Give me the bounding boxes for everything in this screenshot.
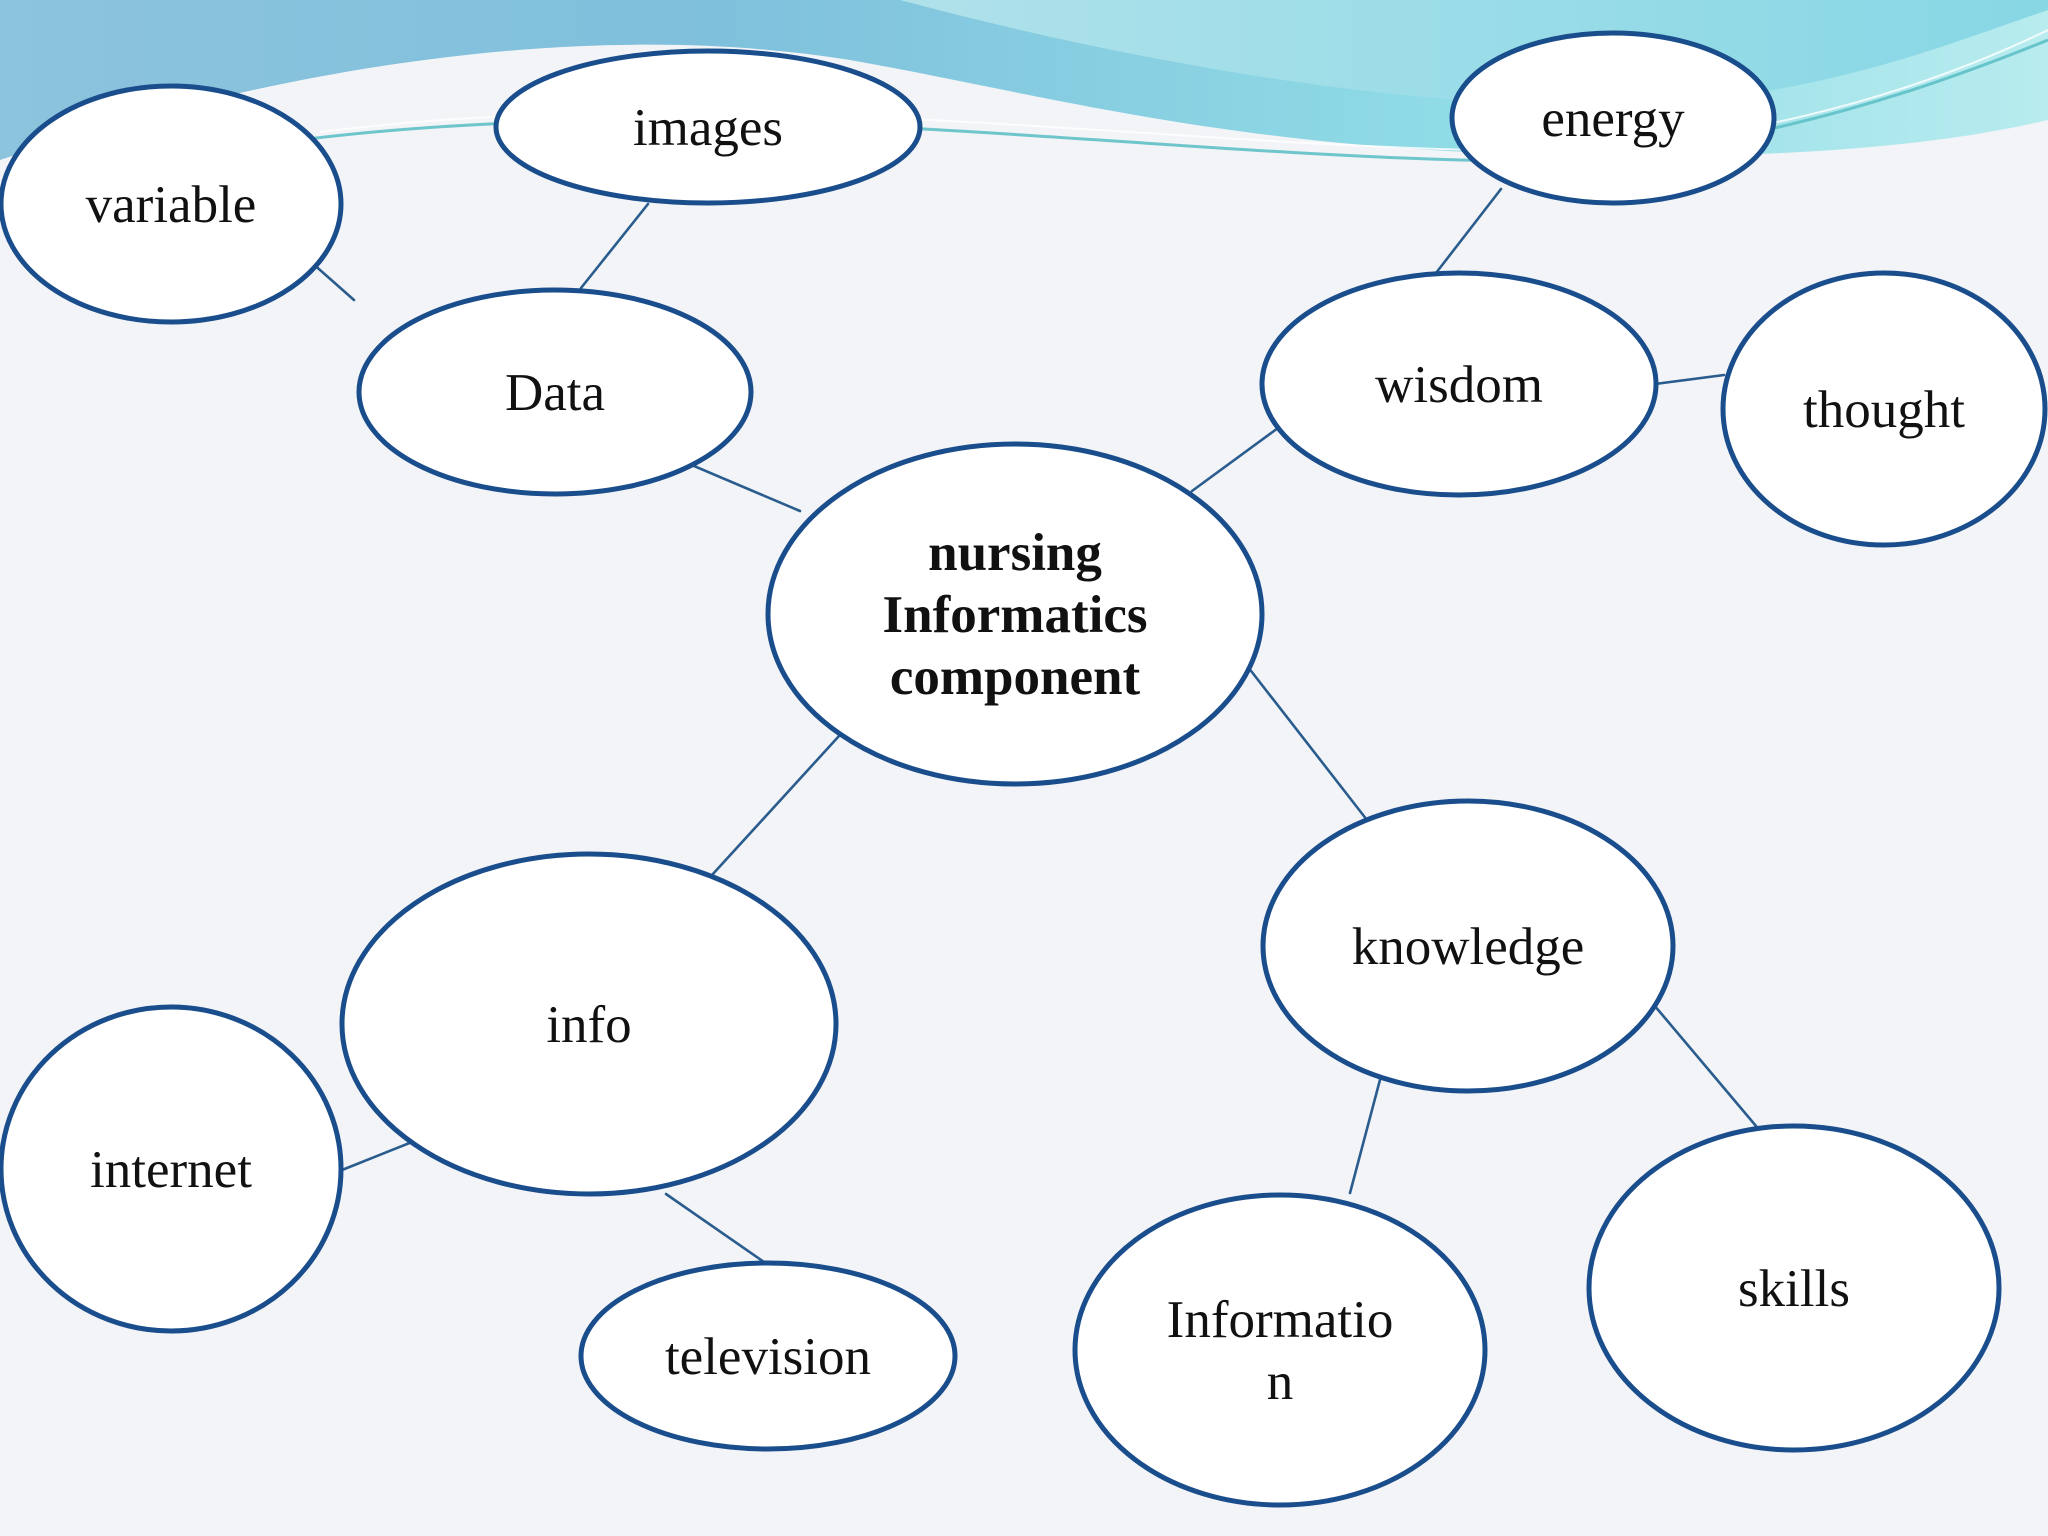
node-internet: internet <box>0 1004 344 1334</box>
node-information-label: n <box>1267 1353 1294 1411</box>
connector-line <box>1246 665 1369 822</box>
node-info-ellipse <box>339 851 839 1197</box>
connector-line <box>1190 426 1280 493</box>
node-energy-ellipse <box>1449 30 1777 206</box>
node-wisdom-label: wisdom <box>1375 356 1543 414</box>
connector-line <box>340 1140 414 1172</box>
node-center-ellipse <box>765 441 1265 787</box>
node-television-ellipse <box>578 1260 958 1452</box>
node-data-label: Data <box>505 364 605 422</box>
node-variable: variable <box>0 83 344 325</box>
connector-line <box>1348 1074 1383 1195</box>
connector-line <box>1652 1003 1758 1128</box>
node-data-ellipse <box>356 287 754 497</box>
node-thought-label: thought <box>1803 381 1965 439</box>
connector-line <box>1434 187 1503 275</box>
node-center-label: nursing <box>928 524 1102 582</box>
node-knowledge: knowledge <box>1260 798 1676 1094</box>
node-skills: skills <box>1586 1123 2002 1453</box>
node-info-label: info <box>546 996 631 1054</box>
node-images-ellipse <box>493 48 923 206</box>
node-television-label: television <box>665 1328 871 1386</box>
node-skills-ellipse <box>1586 1123 2002 1453</box>
connector-line <box>579 202 650 290</box>
node-knowledge-ellipse <box>1260 798 1676 1094</box>
node-information-ellipse <box>1072 1192 1488 1508</box>
node-images-label: images <box>633 99 783 157</box>
node-wisdom: wisdom <box>1259 270 1659 498</box>
node-energy: energy <box>1449 30 1777 206</box>
node-variable-label: variable <box>86 176 257 234</box>
node-center-label: component <box>890 648 1141 706</box>
connector-line <box>710 734 841 877</box>
node-knowledge-label: knowledge <box>1352 918 1585 976</box>
node-images: images <box>493 48 923 206</box>
node-variable-ellipse <box>0 83 344 325</box>
node-data: Data <box>356 287 754 497</box>
connector-line <box>1653 373 1726 386</box>
node-television: television <box>578 1260 958 1452</box>
node-internet-ellipse <box>0 1004 344 1334</box>
node-info: info <box>339 851 839 1197</box>
connector-line <box>664 1192 766 1264</box>
node-skills-label: skills <box>1738 1260 1850 1318</box>
node-wisdom-ellipse <box>1259 270 1659 498</box>
node-thought-ellipse <box>1720 270 2048 548</box>
node-center-label: Informatics <box>883 586 1148 644</box>
node-thought: thought <box>1720 270 2048 548</box>
node-information-label: Informatio <box>1167 1291 1394 1349</box>
node-internet-label: internet <box>90 1141 252 1199</box>
node-energy-label: energy <box>1541 90 1685 148</box>
